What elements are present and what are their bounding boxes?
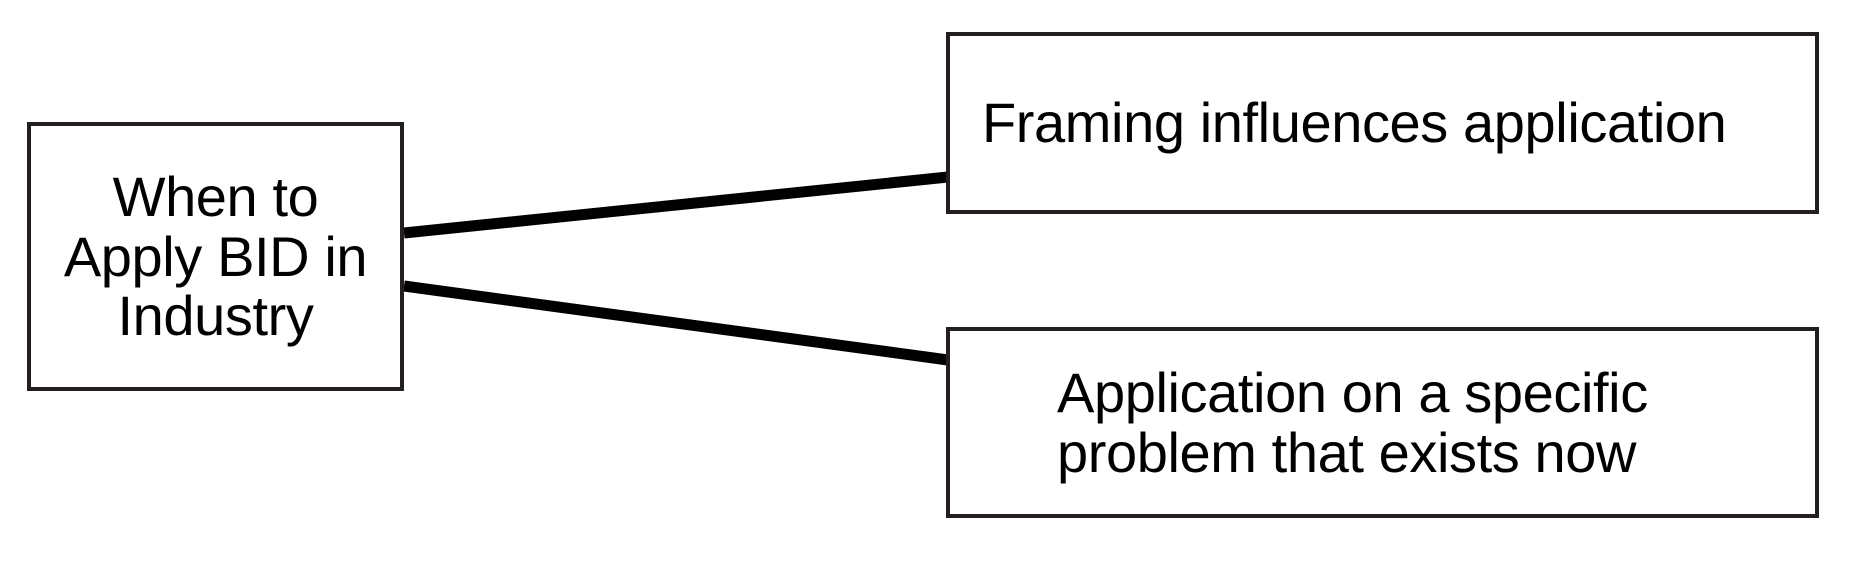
node-framing-label: Framing influences application bbox=[982, 91, 1727, 155]
node-root-when-to-apply-bid-in-industry[interactable]: When to Apply BID in Industry bbox=[27, 122, 404, 391]
edge-root-to-application bbox=[403, 280, 949, 366]
node-application-label: Application on a specific problem that e… bbox=[1057, 361, 1648, 484]
node-root-label: When to Apply BID in Industry bbox=[63, 165, 368, 348]
node-framing-influences-application[interactable]: Framing influences application bbox=[946, 32, 1819, 214]
edge-root-to-framing bbox=[403, 171, 949, 239]
node-application-on-specific-problem[interactable]: Application on a specific problem that e… bbox=[946, 327, 1819, 518]
